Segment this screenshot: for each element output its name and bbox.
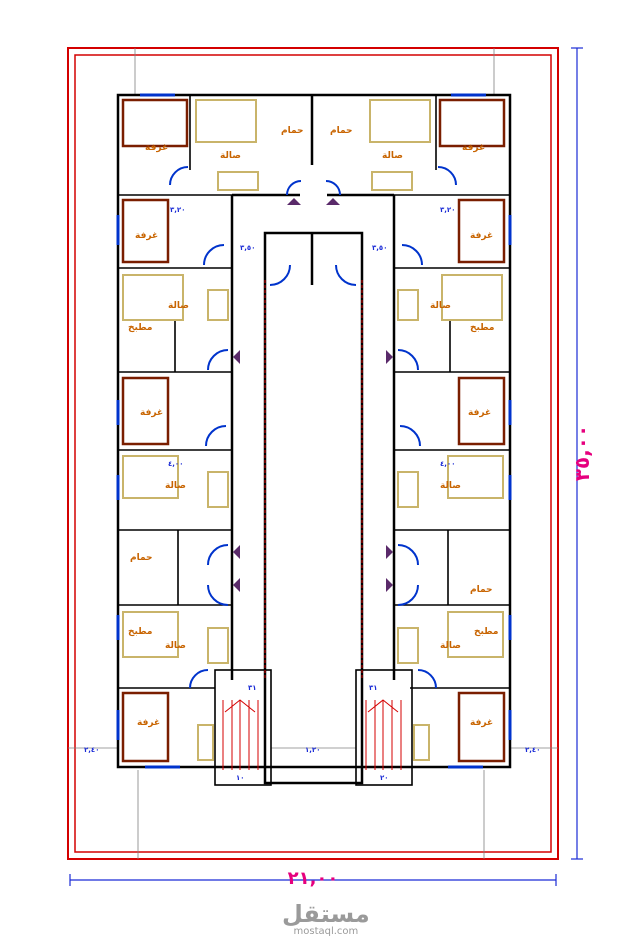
- label-bedroom-5: غرفة: [140, 408, 163, 418]
- dim-label: ٣,٥٠: [240, 244, 255, 252]
- stairs: [222, 699, 402, 770]
- dim-label: ٣,٢٠: [170, 206, 185, 214]
- label-hall-2: صالة: [382, 151, 403, 161]
- height-dimension: ٣٥,٠٠: [570, 425, 594, 481]
- label-kitchen-2: مطبخ: [470, 323, 495, 333]
- label-bedroom-4: غرفة: [470, 231, 493, 241]
- watermark: مستقل mostaql.com: [282, 902, 370, 938]
- dim-label: ١,٢٠: [305, 746, 320, 754]
- label-bath-1: حمام: [281, 126, 304, 136]
- windows: [116, 93, 512, 769]
- dim-label: ٣,٢٠: [440, 206, 455, 214]
- dim-label: ٢,٤٠: [84, 746, 99, 754]
- dim-label: ٤,٠٠: [440, 460, 455, 468]
- property-boundary: [67, 47, 559, 860]
- stair-label: ٣١: [248, 684, 257, 692]
- partition-walls: [118, 95, 510, 786]
- label-bedroom-7: غرفة: [137, 718, 160, 728]
- label-bedroom-1: غرفة: [145, 143, 168, 153]
- label-bath-3: حمام: [130, 553, 153, 563]
- small-dimensions: ٣,٢٠ ٣,٢٠ ٣,٥٠ ٣,٥٠ ٤,٠٠ ٤,٠٠ ٢,٤٠ ٢,٤٠ …: [84, 206, 540, 782]
- stair-label: ٣١: [369, 684, 378, 692]
- label-hall-3: صالة: [168, 301, 189, 311]
- label-hall-6: صالة: [440, 481, 461, 491]
- doors: [169, 166, 457, 689]
- label-hall-1: صالة: [220, 151, 241, 161]
- label-hall-4: صالة: [430, 301, 451, 311]
- label-hall-8: صالة: [440, 641, 461, 651]
- dim-label: ٣,٥٠: [372, 244, 387, 252]
- label-kitchen-4: مطبخ: [474, 627, 499, 637]
- label-kitchen-3: مطبخ: [128, 627, 153, 637]
- room-labels: غرفة غرفة صالة صالة حمام حمام غرفة غرفة …: [128, 126, 499, 728]
- beds: [121, 98, 506, 763]
- watermark-arabic: مستقل: [282, 900, 370, 928]
- width-dimension: ٢١,٠٠: [288, 868, 339, 889]
- corridor-lines: [264, 280, 363, 680]
- label-hall-7: صالة: [165, 641, 186, 651]
- stair-label: ١٠: [236, 774, 245, 782]
- label-bath-2: حمام: [330, 126, 353, 136]
- watermark-latin: mostaql.com: [293, 926, 359, 937]
- stair-label: ٢٠: [380, 774, 389, 782]
- dim-label: ٤,٠٠: [168, 460, 183, 468]
- entry-markers: [233, 198, 393, 592]
- dim-label: ٢,٤٠: [525, 746, 540, 754]
- label-bedroom-6: غرفة: [468, 408, 491, 418]
- label-bedroom-3: غرفة: [135, 231, 158, 241]
- grid-lines: [68, 48, 558, 859]
- label-bedroom-8: غرفة: [470, 718, 493, 728]
- label-bath-4: حمام: [470, 585, 493, 595]
- label-bedroom-2: غرفة: [462, 143, 485, 153]
- label-kitchen-1: مطبخ: [128, 323, 153, 333]
- label-hall-5: صالة: [165, 481, 186, 491]
- dimension-lines: [69, 47, 583, 886]
- building-walls: [116, 93, 512, 785]
- furniture: [122, 99, 504, 761]
